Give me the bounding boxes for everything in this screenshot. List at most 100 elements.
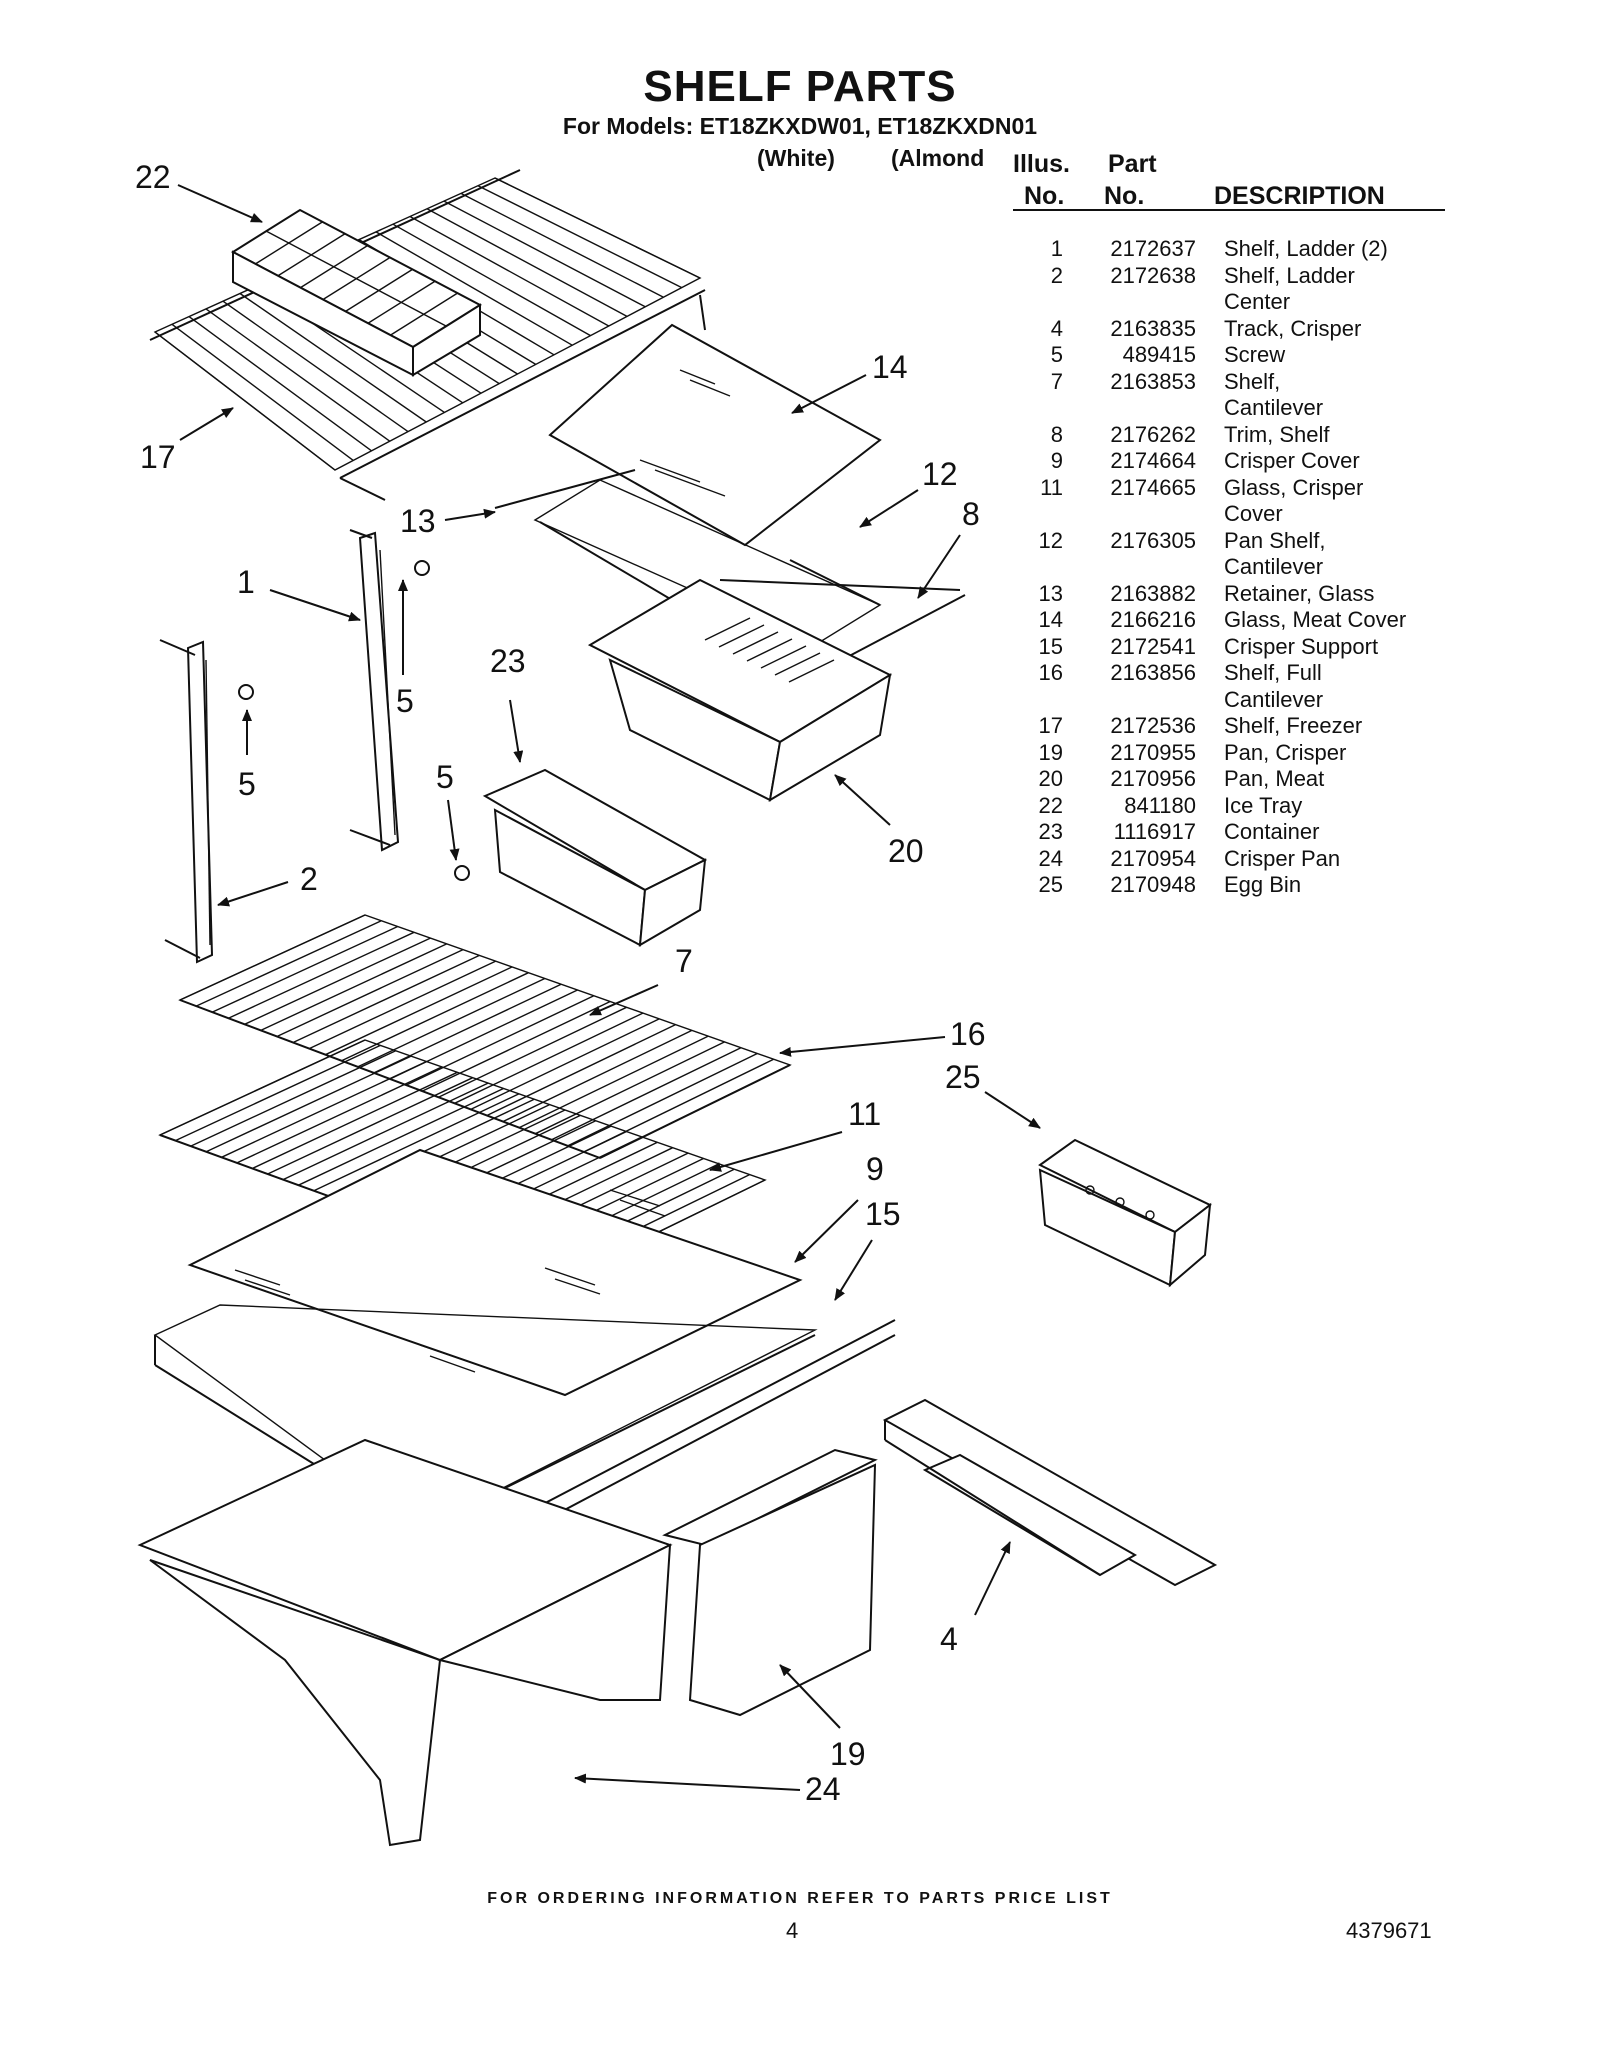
- part-description: Track, Crisper: [1224, 315, 1362, 341]
- illus-number: 20: [1038, 766, 1063, 791]
- part-description: Cantilever: [1224, 686, 1324, 712]
- col-illus-header-2: No.: [1024, 182, 1065, 210]
- callout-9: 9: [866, 1151, 884, 1187]
- leader-13: [444, 508, 496, 521]
- part-description: Center: [1224, 289, 1291, 314]
- part-description: Cantilever: [1224, 554, 1324, 579]
- illus-number: 12: [1038, 527, 1063, 553]
- leader-11: [709, 1131, 843, 1172]
- illus-number: 8: [1050, 421, 1063, 447]
- illus-number: 4: [1050, 315, 1063, 341]
- callout-13: 13: [400, 503, 436, 539]
- cantilever-shelves-drawing: [158, 914, 792, 1281]
- crisper-pans-drawing: [137, 1438, 878, 1847]
- part-number: 841180: [1124, 792, 1196, 818]
- crisper-track-drawing: [882, 1398, 1218, 1587]
- callout-2: 2: [300, 861, 318, 897]
- callout-8: 8: [962, 496, 980, 532]
- part-description: Pan, Meat: [1224, 766, 1325, 791]
- leader-16: [779, 1036, 946, 1057]
- part-description: Shelf, Full: [1224, 660, 1322, 685]
- callout-5a: 5: [396, 683, 414, 719]
- part-description: Egg Bin: [1224, 872, 1302, 897]
- part-number: 2170956: [1110, 766, 1196, 791]
- parts-row: 7 2163853 Shelf,: [1013, 369, 1453, 396]
- leader-15: [834, 1239, 873, 1301]
- part-description: Trim, Shelf: [1224, 421, 1330, 447]
- col-illus-header-1: Illus.: [1013, 150, 1070, 178]
- illus-number: 14: [1038, 607, 1063, 632]
- callout-numbers: 22 17 14 13 12 8 1 5 5 5 23 20 2 7 16 25…: [135, 159, 986, 1807]
- illus-number: 9: [1050, 448, 1063, 473]
- parts-row: Cantilever: [1013, 395, 1453, 422]
- part-description: Crisper Support: [1224, 633, 1379, 659]
- models-line: For Models: ET18ZKXDW01, ET18ZKXDN01: [562, 113, 1038, 139]
- callout-4: 4: [940, 1621, 958, 1657]
- illus-number: 16: [1038, 660, 1063, 685]
- callout-23: 23: [490, 643, 526, 679]
- part-number: 2163882: [1110, 580, 1196, 606]
- callout-5b: 5: [238, 766, 256, 802]
- egg-bin-drawing: [1038, 1138, 1212, 1288]
- variant-white-label: (White): [757, 145, 835, 171]
- part-description: Pan, Crisper: [1224, 739, 1347, 765]
- leader-8: [917, 534, 961, 599]
- illus-number: 23: [1038, 819, 1063, 844]
- col-part-header-2: No.: [1104, 182, 1145, 210]
- leader-4: [974, 1541, 1011, 1616]
- document-number: 4379671: [1346, 1918, 1432, 1943]
- callout-11: 11: [848, 1096, 881, 1132]
- col-part-header-1: Part: [1108, 150, 1157, 178]
- part-number: 2170948: [1110, 872, 1196, 897]
- part-description: Shelf, Ladder (2): [1224, 236, 1388, 261]
- part-number: 2176262: [1110, 421, 1196, 447]
- part-number: 2172637: [1110, 236, 1196, 261]
- part-number: 2163856: [1110, 660, 1196, 685]
- variant-almond-label: (Almond: [891, 145, 985, 171]
- illus-number: 24: [1038, 845, 1063, 871]
- illus-number: 17: [1038, 713, 1063, 738]
- part-number: 2163853: [1110, 368, 1196, 394]
- illus-number: 15: [1038, 633, 1063, 659]
- leader-25: [984, 1091, 1041, 1129]
- part-description: Cover: [1224, 501, 1283, 526]
- col-description-header: DESCRIPTION: [1214, 182, 1385, 210]
- parts-row: 4 2163835 Track, Crisper: [1013, 316, 1453, 343]
- part-description: Ice Tray: [1224, 792, 1303, 818]
- leader-7: [589, 984, 659, 1016]
- parts-row: Cantilever: [1013, 554, 1453, 581]
- part-number: 2174665: [1110, 474, 1196, 500]
- callout-20: 20: [888, 833, 924, 869]
- part-description: Glass, Meat Cover: [1224, 607, 1407, 632]
- callout-5c: 5: [436, 759, 454, 795]
- leader-17: [179, 407, 234, 441]
- meat-cover-glass-drawing: [548, 323, 882, 547]
- callout-19: 19: [830, 1736, 866, 1772]
- callout-25: 25: [945, 1059, 981, 1095]
- part-description: Shelf, Freezer: [1224, 713, 1363, 738]
- part-number: 2163835: [1110, 315, 1196, 341]
- crisper-cover-glass-drawing: [187, 1148, 803, 1397]
- leader-14: [791, 374, 867, 414]
- callout-1: 1: [237, 564, 255, 600]
- parts-row: Center: [1013, 289, 1453, 316]
- part-description: Shelf,: [1224, 368, 1281, 394]
- parts-row: Cover: [1013, 501, 1453, 528]
- leader-2: [217, 881, 289, 907]
- page-title: SHELF PARTS: [643, 62, 957, 111]
- part-number: 2172541: [1110, 633, 1196, 659]
- illus-number: 7: [1050, 368, 1063, 394]
- callout-24: 24: [805, 1771, 841, 1807]
- container-drawing: [482, 768, 708, 947]
- part-number: 2176305: [1110, 527, 1196, 553]
- leader-1: [269, 589, 361, 622]
- callout-17: 17: [140, 439, 176, 475]
